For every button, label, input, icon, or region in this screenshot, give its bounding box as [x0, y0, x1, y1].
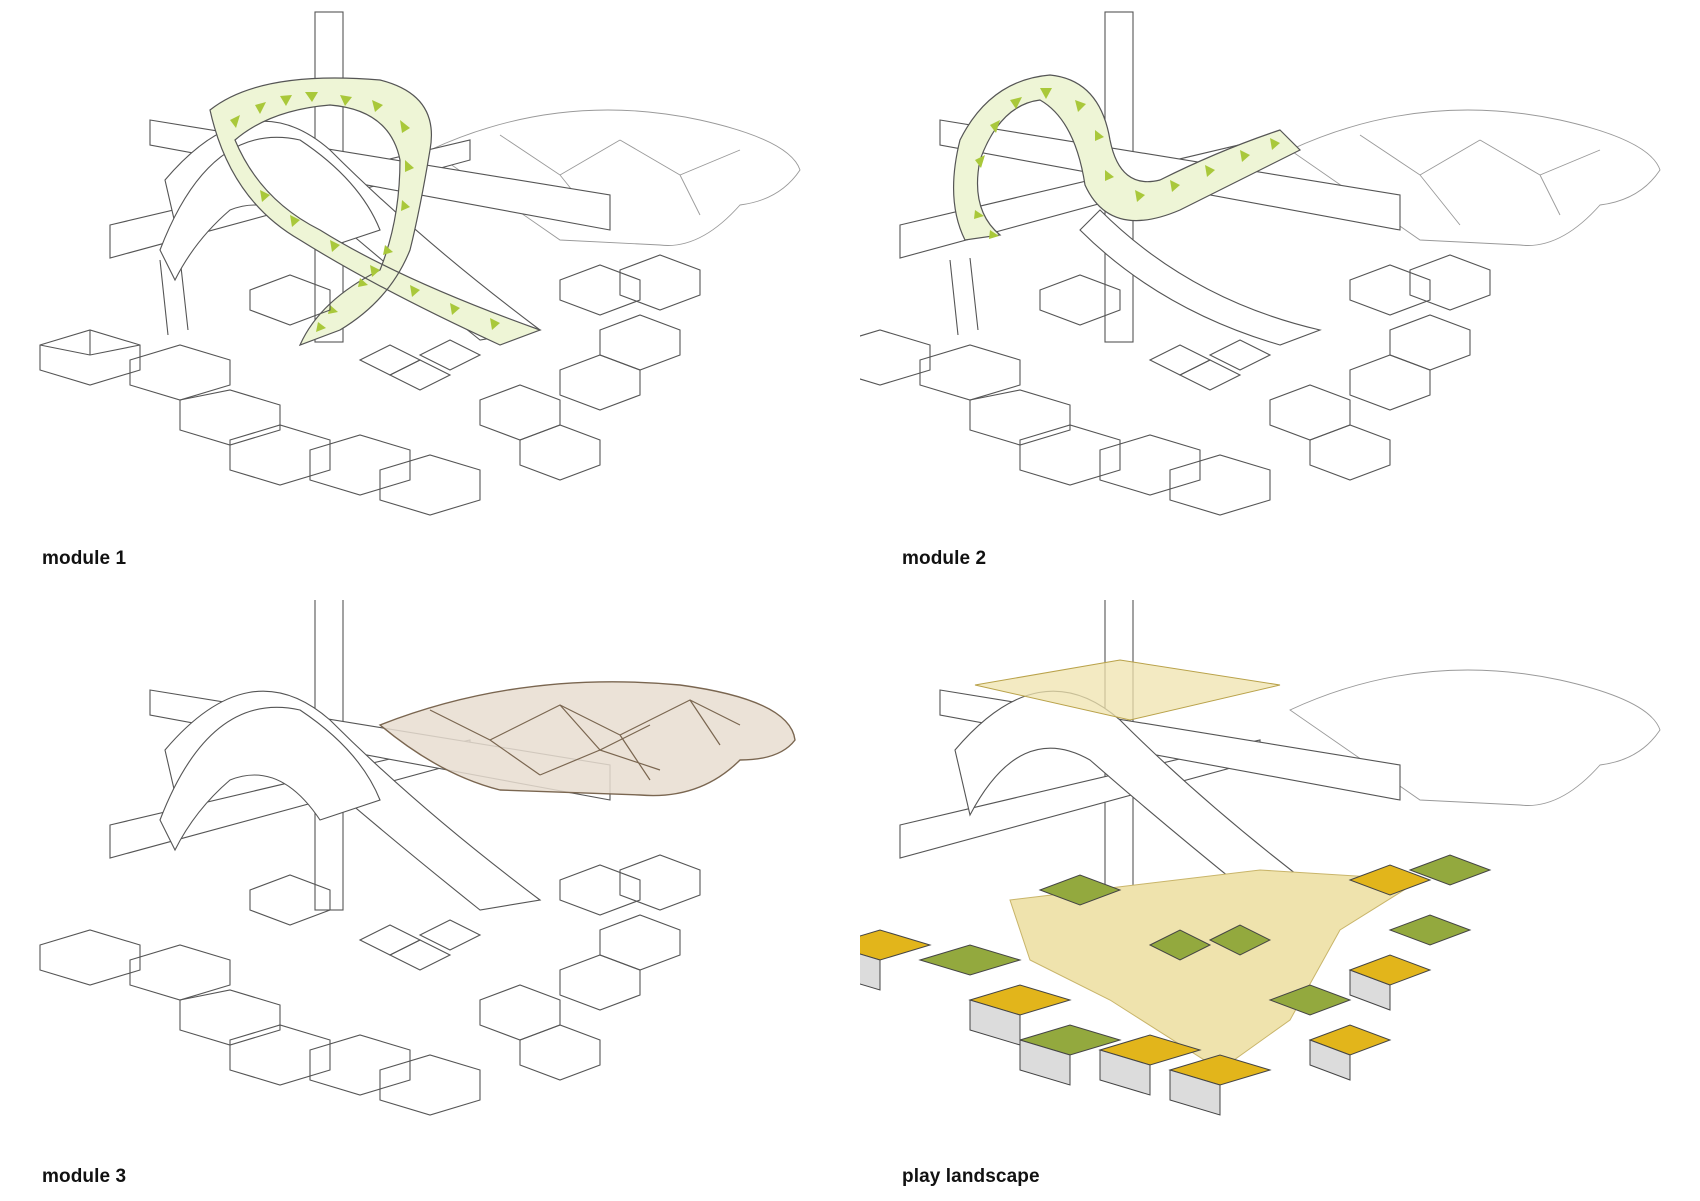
caption-module-1: module 1: [42, 548, 127, 569]
ground-tiles: [860, 854, 1492, 1116]
ribbon-green-loop: [209, 77, 542, 347]
panel-play-landscape: play landscape: [860, 600, 1700, 1200]
net-canopy: [378, 681, 796, 797]
ribbon-green-loop: [952, 74, 1302, 241]
panel-module-3: module 3: [0, 600, 850, 1200]
module-3-drawing: [39, 600, 796, 1116]
play-landscape-drawing: [860, 600, 1661, 1116]
caption-module-3: module 3: [42, 1166, 127, 1187]
caption-play-landscape: play landscape: [902, 1166, 1040, 1187]
module-2-drawing: [860, 11, 1661, 516]
panel-module-2: module 2: [860, 0, 1700, 600]
caption-module-2: module 2: [902, 548, 987, 569]
upper-platform: [974, 659, 1281, 721]
module-1-drawing: [39, 11, 801, 516]
panel-module-1: module 1: [0, 0, 850, 600]
sand-ground: [1009, 869, 1422, 1071]
